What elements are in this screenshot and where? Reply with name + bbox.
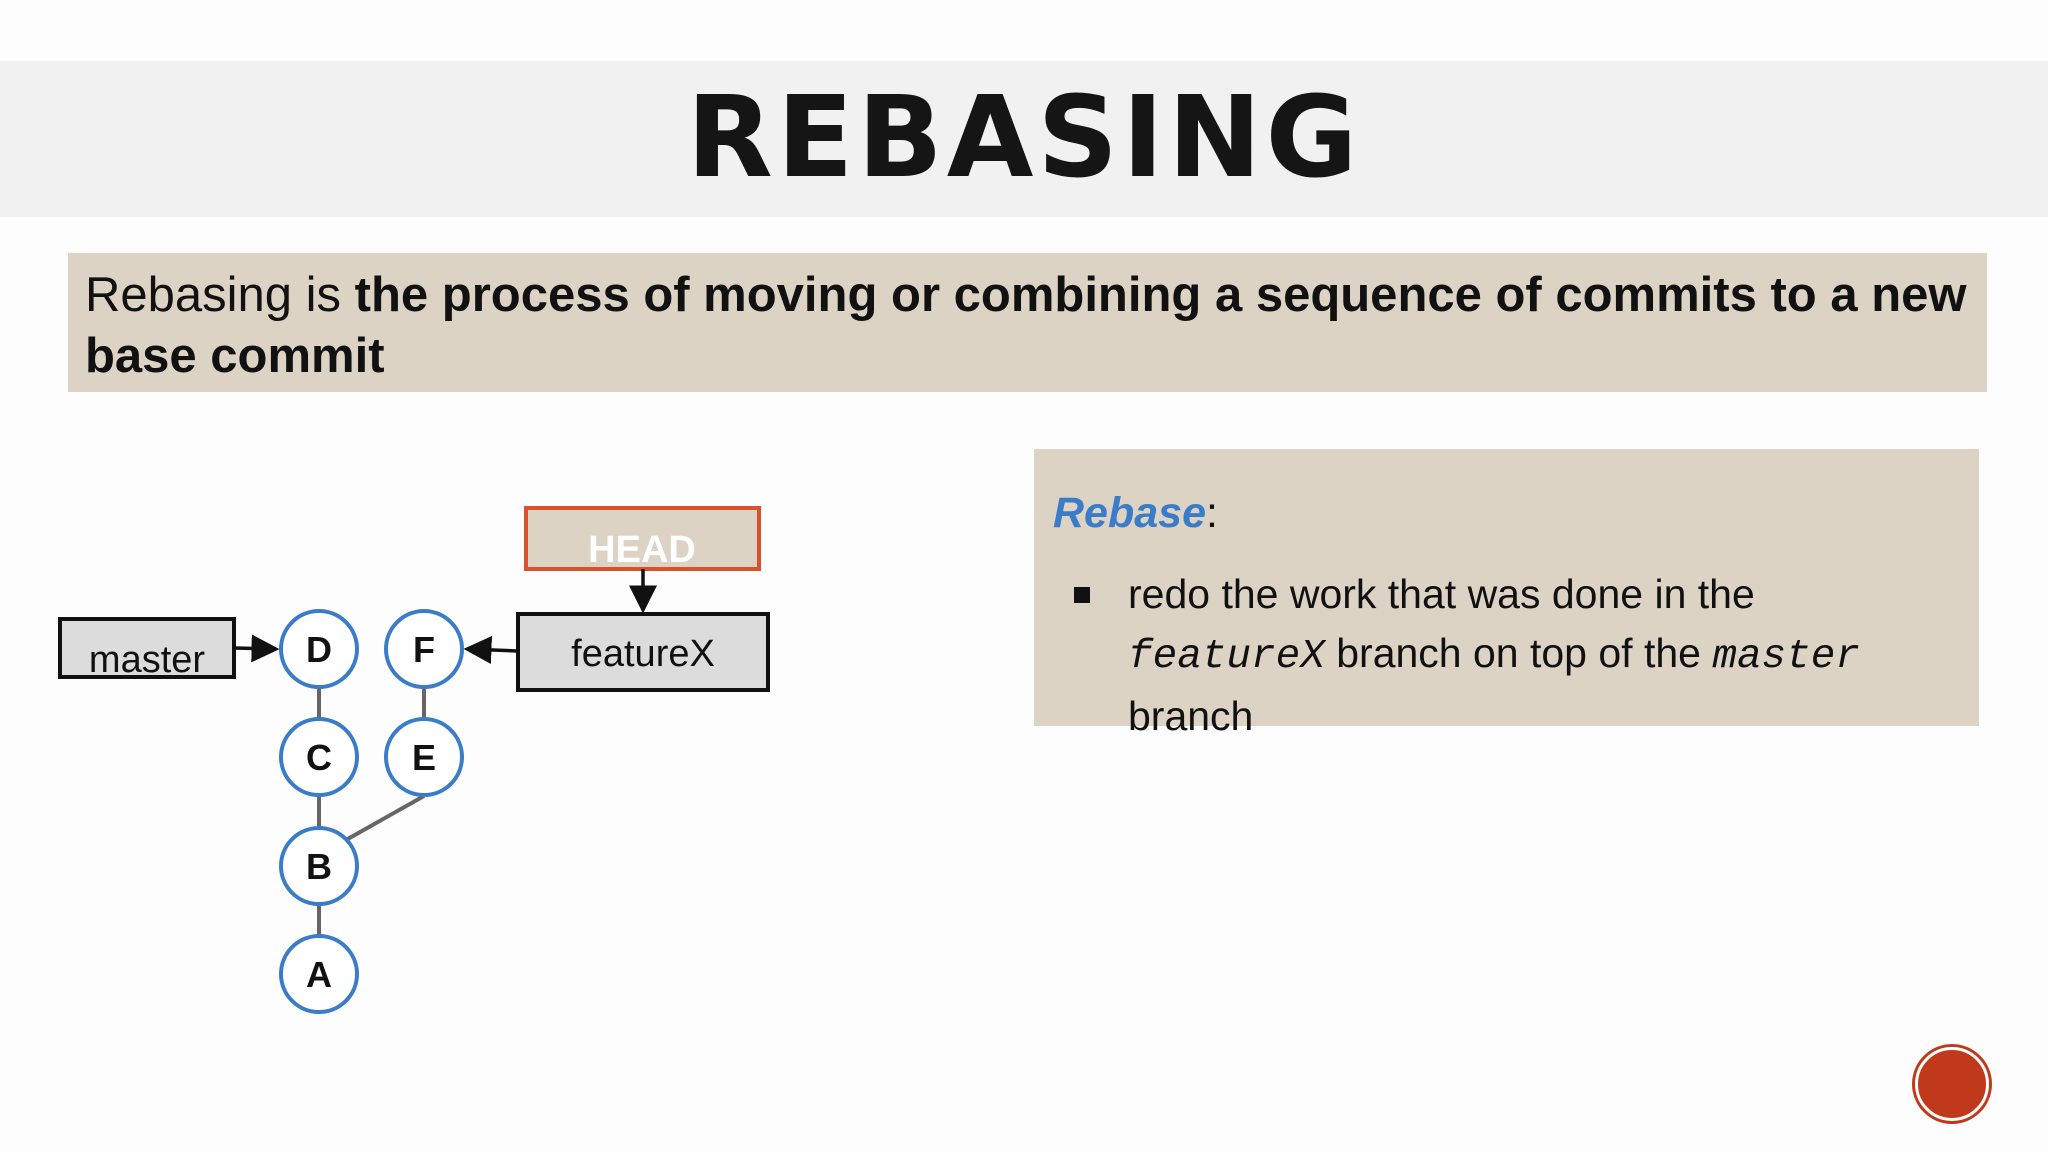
head-label: HEAD xyxy=(588,529,696,571)
commit-b-label: B xyxy=(306,846,332,887)
definition-box: Rebasing is the process of moving or com… xyxy=(68,253,1987,392)
commit-e xyxy=(384,717,464,797)
slide-title: REBASING xyxy=(686,73,1362,203)
rebase-heading: Rebase: xyxy=(1053,489,1218,538)
master-label: master xyxy=(89,639,205,681)
head-box xyxy=(524,506,761,571)
bullet-icon xyxy=(1074,587,1090,603)
commit-d xyxy=(279,609,359,689)
bullet-text: redo the work that was done in the featu… xyxy=(1128,565,1948,746)
commit-a xyxy=(279,934,359,1014)
commit-edges xyxy=(317,688,426,935)
title-band xyxy=(0,61,2048,217)
bullet-code-master: master xyxy=(1712,634,1860,680)
master-arrow xyxy=(233,634,280,663)
featurex-box xyxy=(516,612,770,692)
commit-c-label: C xyxy=(306,737,332,778)
bullet-part1: redo the work that was done in the xyxy=(1128,571,1755,617)
edge-e-b xyxy=(345,794,425,842)
definition-text: Rebasing is the process of moving or com… xyxy=(85,265,1975,387)
commit-b xyxy=(279,826,359,906)
commit-f-label: F xyxy=(413,629,435,670)
commit-f xyxy=(384,609,464,689)
bullet-part3: branch xyxy=(1128,693,1254,739)
rebase-heading-text: Rebase xyxy=(1053,489,1206,537)
commit-d-label: D xyxy=(306,629,332,670)
commit-a-label: A xyxy=(306,954,332,995)
featurex-arrow xyxy=(463,635,519,664)
bullet-code-featurex: featureX xyxy=(1128,634,1325,680)
bullet-part2: branch on top of the xyxy=(1324,630,1713,676)
master-box xyxy=(58,617,236,679)
commit-e-label: E xyxy=(412,737,436,778)
next-slide-button[interactable] xyxy=(1915,1047,1989,1121)
commit-c xyxy=(279,717,359,797)
rebase-colon: : xyxy=(1205,489,1218,537)
rebase-box: Rebase: redo the work that was done in t… xyxy=(1034,449,1979,739)
featurex-label: featureX xyxy=(571,633,715,675)
definition-lead: Rebasing is xyxy=(85,268,355,322)
definition-bold: the process of moving or combining a seq… xyxy=(85,268,1967,383)
